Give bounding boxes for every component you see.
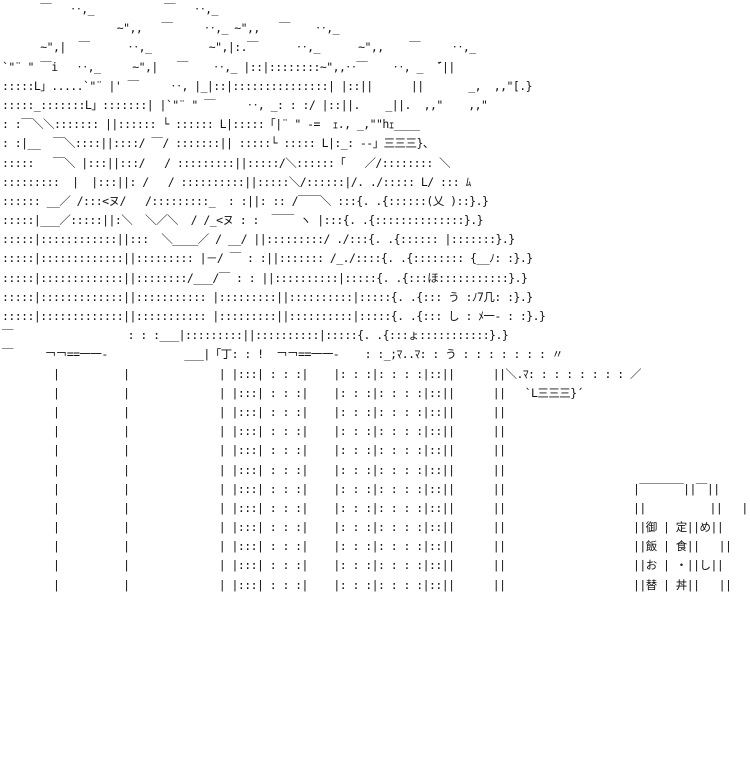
art-line: :::::L」.....`"¨ |' ￣ ‥, |_|::|::::::::::… (2, 78, 533, 93)
art-line: `"¨ " ￣i ‥,_ ~",| ￣ ‥,_ |::|::::::::~",,… (2, 59, 455, 74)
art-line: : :￣＼＼::::::: ||:::::: └ :::::: L|:::::「… (2, 117, 420, 132)
art-line: | | | |:::| : : :| |: : :|: : : :|::|| |… (2, 481, 720, 496)
art-line: :::::: __／ /:::<ヌ/ /:::::::::_ : :||: ::… (2, 193, 489, 208)
art-line: :::::|:::::::::::::||::::::::: |－/ ￣ : :… (2, 251, 533, 266)
art-line: ::::::::: | |:::||: / / ::::::::::||::::… (2, 174, 471, 189)
art-line: ~",, ￣ ‥,_ ~",, ￣ ‥,_ (2, 21, 340, 36)
art-line: ::::: ￣＼ |:::||:::/ / :::::::::||:::::/＼… (2, 155, 451, 170)
art-line: | | | |:::| : : :| |: : :|: : : :|::|| |… (2, 500, 748, 515)
art-line: | | | |:::| : : :| |: : :|: : : :|::|| |… (2, 462, 506, 477)
art-line: :::::|:::::::::::::||::::::::/___/￣ : : … (2, 270, 528, 285)
art-line: | | | |:::| : : :| |: : :|: : : :|::|| |… (2, 520, 724, 535)
art-line: ￣ ￢￢==一一- ___|「丁: : ! ￢￢==一一- : :_;ﾏ..ﾏ:… (2, 347, 563, 362)
art-line: | | | |:::| : : :| |: : :|: : : :|::|| |… (2, 424, 506, 439)
art-line: :::::_:::::::L」:::::::| |`"¨ " ￣ ‥, _: :… (2, 97, 488, 112)
art-line: | | | |:::| : : :| |: : :|: : : :|::|| |… (2, 385, 584, 400)
art-line: ~",| ￣ ‥,_ ~",|:.￣ ‥,_ ~",, ￣ ‥,_ (2, 40, 476, 55)
art-line: :::::|___／:::::||:＼ ＼／＼ / /_<ヌ : : ￣￣ ヽ … (2, 213, 484, 228)
art-line: : :|__ ￣＼::::||::::/ ￣/ :::::::|| :::::└… (2, 136, 434, 151)
art-line: ￣ ‥,_ ￣ ‥,_ (2, 2, 218, 16)
art-line: :::::|::::::::::::||::: ＼____／ / __/ ||:… (2, 232, 515, 247)
art-line: | | | |:::| : : :| |: : :|: : : :|::|| |… (2, 366, 642, 381)
art-line: | | | |:::| : : :| |: : :|: : : :|::|| |… (2, 577, 732, 592)
art-line: | | | |:::| : : :| |: : :|: : : :|::|| |… (2, 443, 506, 458)
art-line: :::::|:::::::::::::||::::::::::: |::::::… (2, 289, 533, 304)
art-line: :::::|:::::::::::::||::::::::::: |::::::… (2, 309, 546, 323)
art-line: ￣ : : :___|:::::::::||::::::::::|:::::{.… (2, 328, 509, 343)
art-line: | | | |:::| : : :| |: : :|: : : :|::|| |… (2, 404, 506, 419)
art-line: | | | |:::| : : :| |: : :|: : : :|::|| |… (2, 539, 732, 554)
art-line: | | | |:::| : : :| |: : :|: : : :|::|| |… (2, 558, 724, 573)
